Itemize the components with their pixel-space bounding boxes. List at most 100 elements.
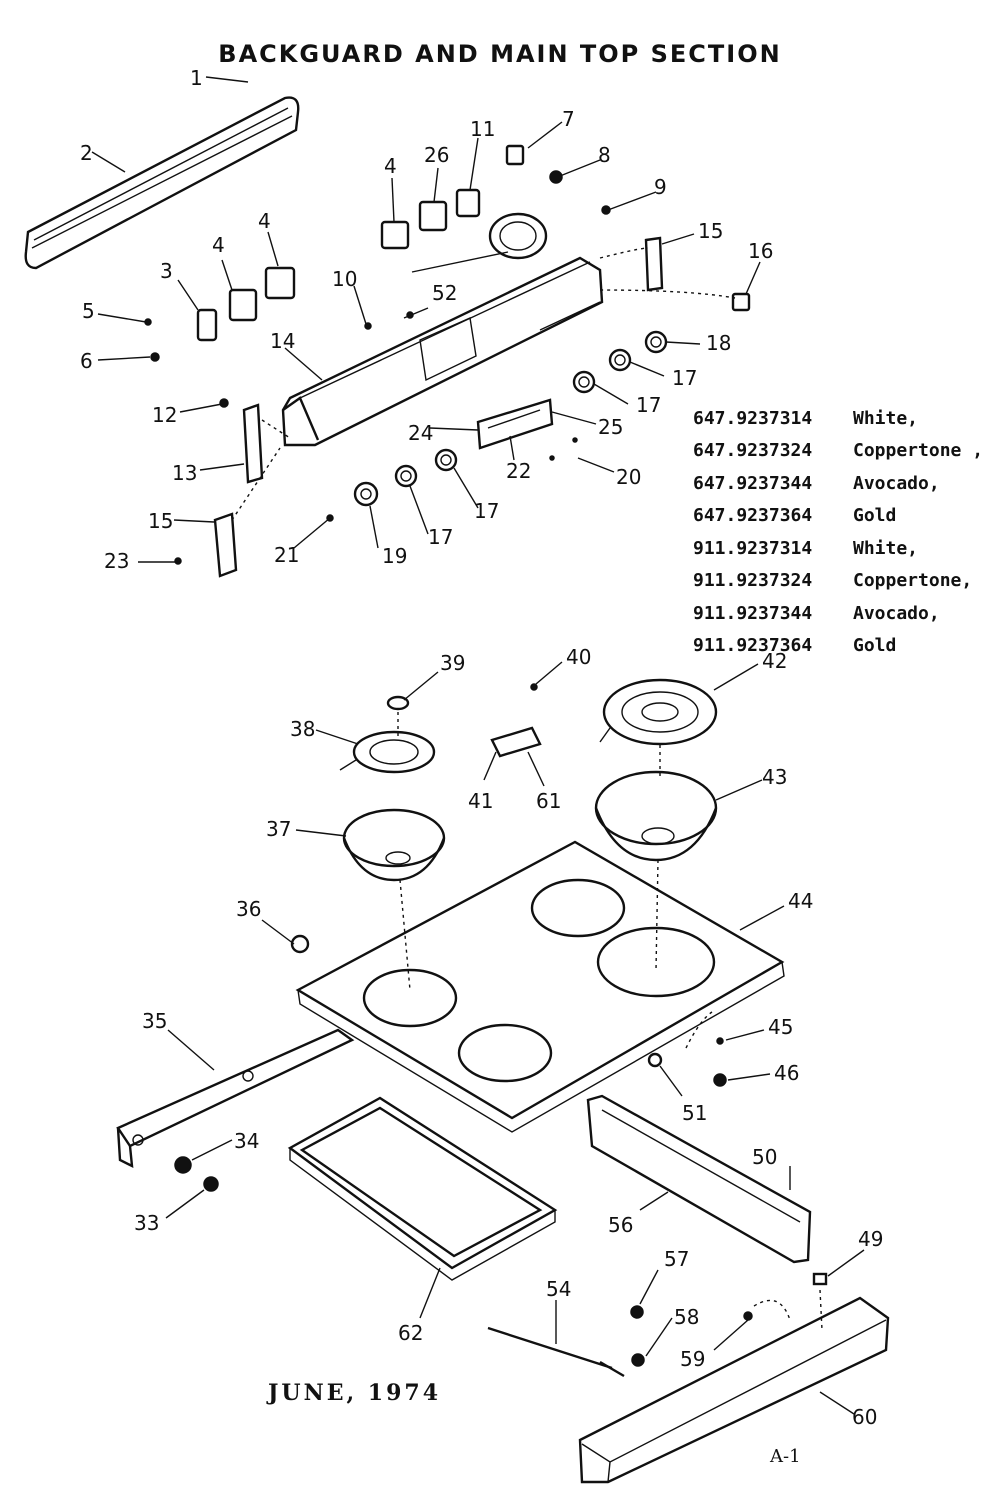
model-finish: White, — [853, 537, 919, 559]
end-brackets — [213, 236, 751, 578]
callout-40: 40 — [566, 645, 591, 669]
model-finish: Avocado, — [853, 602, 940, 624]
model-number: 911.9237324 — [693, 570, 813, 592]
callout-38: 38 — [290, 717, 315, 741]
callout-52: 52 — [432, 281, 457, 305]
callout-21: 21 — [274, 543, 299, 567]
callout-11: 11 — [470, 117, 495, 141]
callout-19: 19 — [382, 544, 407, 568]
callout-44: 44 — [788, 889, 813, 913]
callout-41: 41 — [468, 789, 493, 813]
model-finish: Coppertone , — [853, 440, 984, 462]
model-number: 647.9237364 — [693, 505, 813, 527]
callout-6: 6 — [80, 349, 93, 373]
callout-4: 4 — [258, 209, 271, 233]
callout-46: 46 — [774, 1061, 799, 1085]
terminal-block — [490, 683, 542, 758]
callout-26: 26 — [424, 143, 449, 167]
model-row: 911.9237344 Avocado, — [693, 597, 998, 630]
large-drip-pan — [594, 770, 718, 862]
front-frame-rail — [116, 1028, 355, 1169]
callout-numbers: 1 2 3 4 4 4 5 6 7 8 9 10 11 12 13 14 15 … — [80, 66, 883, 1429]
model-row: 647.9237344 Avocado, — [693, 467, 998, 500]
callout-45: 45 — [768, 1015, 793, 1039]
model-finish: Gold — [853, 505, 897, 527]
callout-51: 51 — [682, 1101, 707, 1125]
model-finish: Coppertone, — [853, 570, 973, 592]
callout-4: 4 — [384, 154, 397, 178]
callout-16: 16 — [748, 239, 773, 263]
clock-module — [476, 398, 554, 450]
callout-24: 24 — [408, 421, 433, 445]
callout-9: 9 — [654, 175, 667, 199]
rear-rail — [586, 1011, 812, 1264]
callout-15: 15 — [698, 219, 723, 243]
model-row: 911.9237324 Coppertone, — [693, 565, 998, 598]
callout-7: 7 — [562, 107, 575, 131]
callout-20: 20 — [616, 465, 641, 489]
callout-37: 37 — [266, 817, 291, 841]
publication-date: JUNE, 1974 — [268, 1380, 442, 1406]
model-finish: Avocado, — [853, 472, 940, 494]
callout-13: 13 — [172, 461, 197, 485]
callout-58: 58 — [674, 1305, 699, 1329]
callout-56: 56 — [608, 1213, 633, 1237]
callout-leaders — [91, 76, 865, 1415]
callout-2: 2 — [80, 141, 93, 165]
callout-54: 54 — [546, 1277, 571, 1301]
callout-50: 50 — [752, 1145, 777, 1169]
callout-49: 49 — [858, 1227, 883, 1251]
model-finish: Gold — [853, 635, 897, 657]
model-number: 911.9237344 — [693, 602, 813, 624]
model-row: 911.9237314 White, — [693, 532, 998, 565]
callout-25: 25 — [598, 415, 623, 439]
callout-17: 17 — [428, 525, 453, 549]
callout-35: 35 — [142, 1009, 167, 1033]
front-trim — [578, 1289, 890, 1484]
callout-23: 23 — [104, 549, 129, 573]
glass-tray — [287, 1096, 558, 1281]
model-number: 911.9237314 — [693, 537, 813, 559]
callout-60: 60 — [852, 1405, 877, 1429]
callout-39: 39 — [440, 651, 465, 675]
callout-22: 22 — [506, 459, 531, 483]
callout-14: 14 — [270, 329, 295, 353]
large-surface-unit — [599, 678, 718, 746]
callout-3: 3 — [160, 259, 173, 283]
control-panel-housing — [281, 256, 604, 447]
callout-57: 57 — [664, 1247, 689, 1271]
backguard-trim — [24, 96, 300, 270]
model-number: 911.9237364 — [693, 635, 813, 657]
model-number: 647.9237344 — [693, 472, 813, 494]
callout-59: 59 — [680, 1347, 705, 1371]
callout-33: 33 — [134, 1211, 159, 1235]
callout-10: 10 — [332, 267, 357, 291]
callout-36: 36 — [236, 897, 261, 921]
page-code: A-1 — [770, 1446, 801, 1467]
hardware — [144, 311, 828, 1378]
callout-61: 61 — [536, 789, 561, 813]
switches — [196, 144, 611, 342]
callout-62: 62 — [398, 1321, 423, 1345]
callout-17: 17 — [474, 499, 499, 523]
callout-34: 34 — [234, 1129, 259, 1153]
callout-18: 18 — [706, 331, 731, 355]
model-row: 647.9237364 Gold — [693, 500, 998, 533]
main-top — [295, 712, 785, 1133]
callout-8: 8 — [598, 143, 611, 167]
callout-17: 17 — [672, 366, 697, 390]
callout-42: 42 — [762, 649, 787, 673]
small-drip-pan — [342, 808, 446, 882]
callout-5: 5 — [82, 299, 95, 323]
callout-1: 1 — [190, 66, 203, 90]
callout-17: 17 — [636, 393, 661, 417]
callout-12: 12 — [152, 403, 177, 427]
small-surface-unit — [339, 695, 436, 774]
model-number: 647.9237314 — [693, 407, 813, 429]
diagram-title: BACKGUARD AND MAIN TOP SECTION — [218, 40, 782, 68]
callout-4: 4 — [212, 233, 225, 257]
